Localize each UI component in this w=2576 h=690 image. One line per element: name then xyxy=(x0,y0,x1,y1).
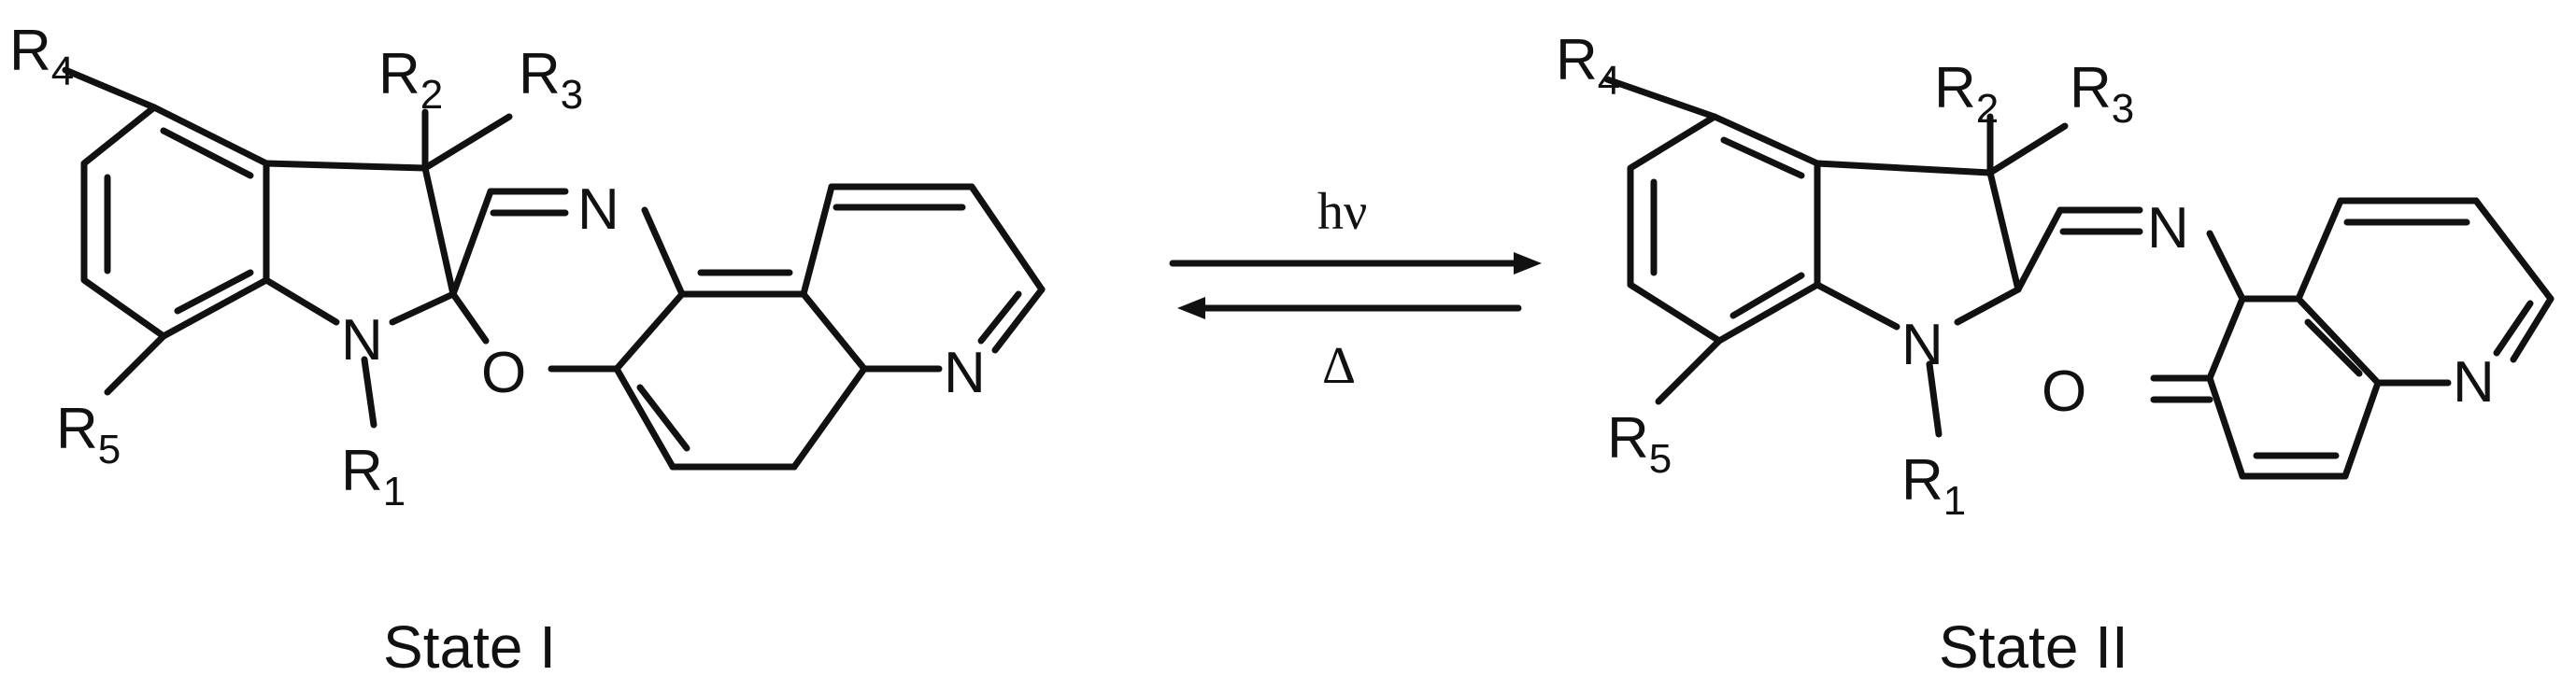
state-2-r3-label: R3 xyxy=(2070,56,2134,132)
state-2-quinolinone-rings xyxy=(2150,197,2555,480)
forward-arrowhead xyxy=(1514,252,1542,275)
state-1-r3-label: R3 xyxy=(519,42,583,118)
state-1-structure: R4 R2 R3 R5 R1 N N O N xyxy=(9,19,1046,514)
state-2-r2-label: R2 xyxy=(1934,56,1999,132)
state-2-r1-label: R1 xyxy=(1901,448,1966,524)
forward-condition-label: hν xyxy=(1317,183,1367,241)
state-2-r4-label: R4 xyxy=(1556,28,1620,104)
state-1-r5-label: R5 xyxy=(56,397,121,472)
equilibrium-arrows: hν Δ xyxy=(1169,183,1542,395)
state-2-o-atom: O xyxy=(2042,359,2086,424)
state-1-r4-label: R4 xyxy=(9,19,74,94)
reverse-condition-label: Δ xyxy=(1322,337,1356,395)
state-2-pyrroline-ring xyxy=(1814,160,2022,331)
state-1-o-atom: O xyxy=(481,341,526,405)
state-1-n-imine: N xyxy=(577,177,619,242)
state-1-r2-label: R2 xyxy=(378,42,443,118)
state-1-fused-aromatic-rings xyxy=(613,183,1046,471)
state-1-r1-label: R1 xyxy=(341,439,406,514)
state-1-pyrroline-ring xyxy=(263,160,457,326)
state-1-oxazine-ring xyxy=(449,188,686,373)
state-2-caption: State II xyxy=(1939,613,2128,681)
state-2-structure: R4 R2 R3 R5 R1 N N O N xyxy=(1556,28,2555,524)
state-2-n-indoline: N xyxy=(1901,313,1943,377)
state-2-benzene-ring xyxy=(1627,113,1821,345)
state-2-r5-label: R5 xyxy=(1607,406,1672,482)
state-1-caption: State I xyxy=(383,613,556,681)
state-2-n-imine: N xyxy=(2147,196,2189,261)
state-1-benzene-ring xyxy=(80,104,270,340)
state-1-n-indoline: N xyxy=(341,308,383,373)
state-1-n-pyridine: N xyxy=(944,341,986,405)
reverse-arrowhead xyxy=(1177,297,1205,319)
state-2-n-pyridine: N xyxy=(2453,350,2495,415)
